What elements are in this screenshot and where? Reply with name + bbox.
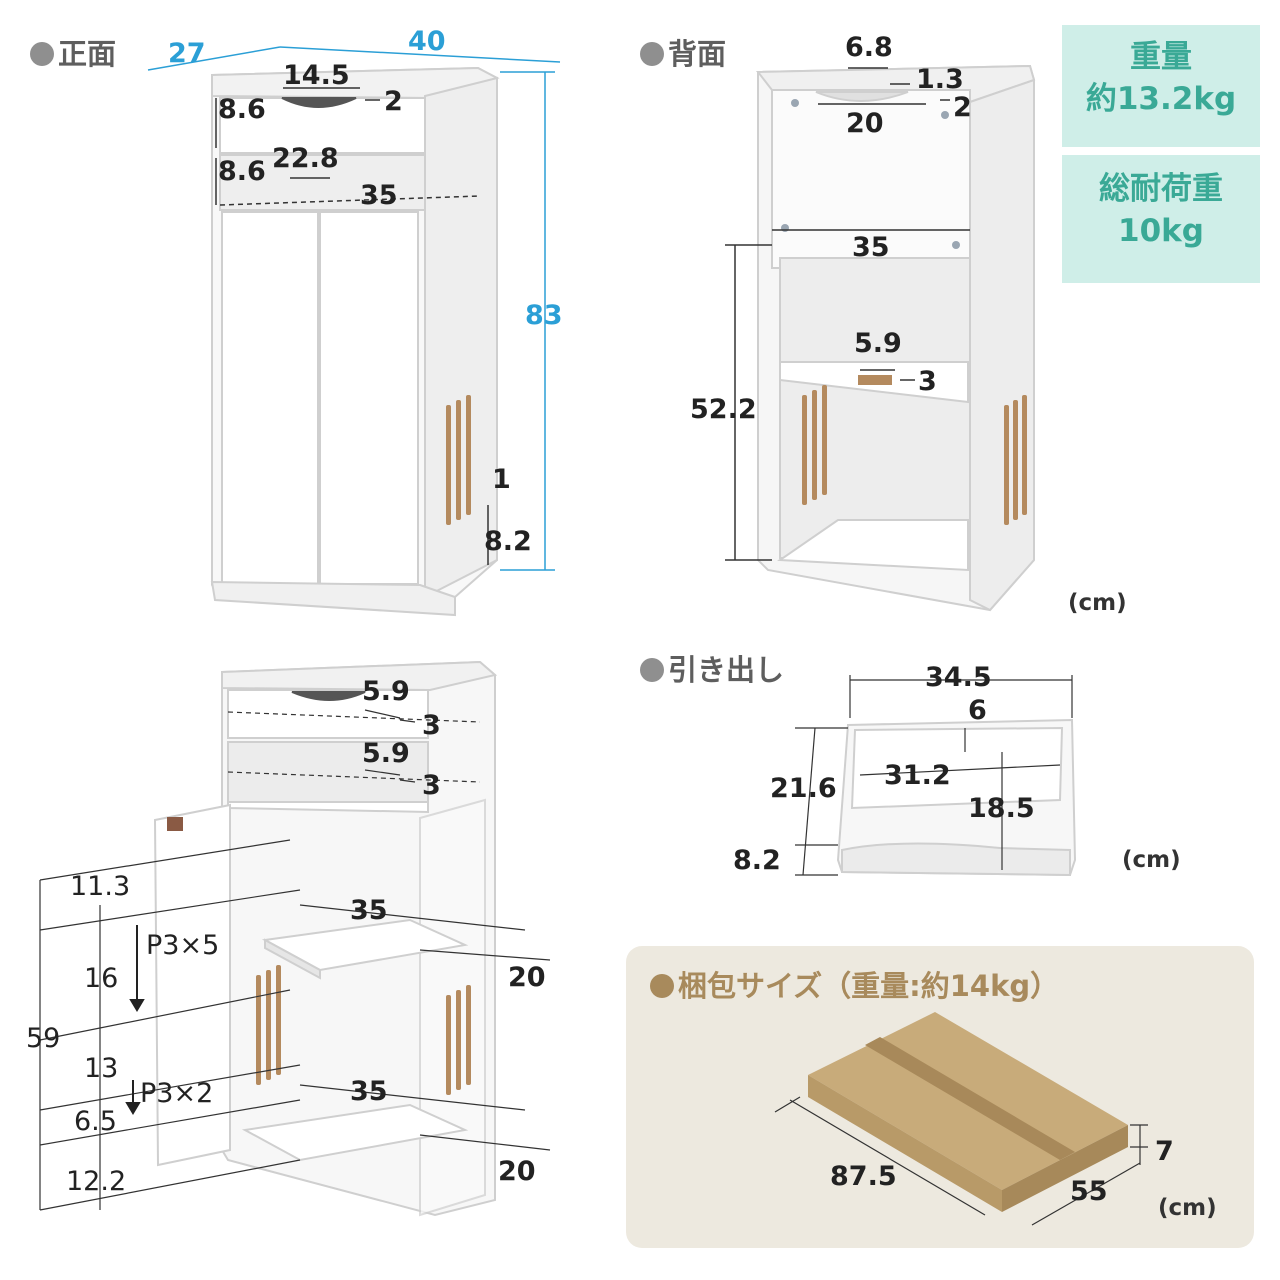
drawer-height-label: 8.2 — [733, 845, 781, 876]
package-heading: 梱包サイズ（重量:約14kg） — [650, 972, 1059, 1001]
front-drawer-height-label: 8.6 — [218, 94, 266, 125]
drawer-illustration — [836, 718, 1077, 877]
front-dimension-lines — [147, 46, 561, 571]
weight-label: 重量 — [1130, 39, 1192, 75]
bullet-icon — [640, 658, 664, 682]
back-screws — [781, 99, 960, 249]
interior-slots — [256, 965, 471, 1095]
front-shelf-depth-label: 22.8 — [272, 143, 339, 174]
drawer-heading: 引き出し — [640, 656, 784, 685]
drawer-inner-depth-label: 18.5 — [968, 793, 1035, 824]
package-length-label: 87.5 — [830, 1161, 897, 1192]
front-opening-height-label: 8.6 — [218, 156, 266, 187]
interior-shelf2-width-label: 35 — [350, 1076, 388, 1107]
interior-h2-label: 16 — [84, 963, 119, 994]
unit-label-drawer: (cm) — [1122, 847, 1181, 873]
front-slot-gap-label: 1 — [492, 464, 511, 495]
interior-h1-label: 11.3 — [70, 871, 131, 902]
bullet-icon — [650, 974, 674, 998]
unit-label-back: (cm) — [1068, 590, 1127, 616]
weight-spec-box: 重量 約13.2kg — [1062, 25, 1260, 147]
package-width-label: 55 — [1070, 1176, 1108, 1207]
bullet-icon — [640, 42, 664, 66]
front-heading: 正面 — [30, 40, 116, 69]
package-height-label: 7 — [1155, 1136, 1174, 1167]
interior-h5-label: 12.2 — [66, 1166, 127, 1197]
front-cabinet — [210, 66, 500, 617]
interior-shelf2-depth-label: 20 — [498, 1156, 536, 1187]
drawer-depth-label: 21.6 — [770, 773, 837, 804]
back-heading: 背面 — [640, 40, 726, 69]
back-side-slots — [802, 385, 1027, 525]
interior-pitch1-label: P3×5 — [146, 930, 220, 961]
drawer-cut-depth-label: 6 — [968, 695, 987, 726]
drawer-inner-width-label: 31.2 — [884, 760, 951, 791]
interior-shelf1-depth-label: 20 — [508, 962, 546, 993]
interior-pitch2-label: P3×2 — [140, 1078, 214, 1109]
back-notch-width-label: 5.9 — [854, 328, 902, 359]
front-height-label: 83 — [525, 300, 563, 331]
back-measure-lines — [725, 67, 970, 561]
back-inner-height-label: 52.2 — [690, 394, 757, 425]
load-spec-box: 総耐荷重 10kg — [1062, 155, 1260, 283]
front-measure-lines — [215, 87, 489, 565]
back-hole-width-label: 6.8 — [845, 32, 893, 63]
front-width-label: 40 — [408, 26, 446, 57]
interior-cabinet — [153, 660, 498, 1217]
front-base-height-label: 8.2 — [484, 526, 532, 557]
load-label: 総耐荷重 — [1099, 171, 1223, 207]
pitch-arrows — [125, 925, 145, 1115]
drawer-measure-lines — [795, 675, 1073, 876]
load-value: 10kg — [1118, 212, 1204, 249]
interior-notch1-depth-label: 3 — [422, 710, 441, 741]
front-shelf-width-label: 35 — [360, 180, 398, 211]
back-notch-depth-label: 3 — [918, 366, 937, 397]
bullet-icon — [30, 42, 54, 66]
weight-value: 約13.2kg — [1085, 80, 1237, 117]
interior-measure-lines — [39, 709, 551, 1211]
drawer-outer-width-label: 34.5 — [925, 662, 992, 693]
unit-label-package-top: (cm) — [1158, 1195, 1217, 1221]
front-side-slots — [446, 395, 471, 525]
interior-shelf1-width-label: 35 — [350, 895, 388, 926]
front-depth-label: 27 — [168, 38, 206, 69]
back-hole-depth-label: 2 — [953, 92, 972, 123]
interior-h4-label: 6.5 — [74, 1106, 117, 1137]
front-handle-width-label: 14.5 — [283, 60, 350, 91]
back-cut-width-label: 20 — [846, 108, 884, 139]
back-hole-height-label: 1.3 — [916, 64, 964, 95]
interior-notch2-width-label: 5.9 — [362, 738, 410, 769]
back-cable-notch — [858, 375, 892, 385]
front-handle-depth-label: 2 — [384, 86, 403, 117]
interior-notch1-width-label: 5.9 — [362, 676, 410, 707]
interior-notch2-depth-label: 3 — [422, 770, 441, 801]
interior-total-height-label: 59 — [26, 1023, 61, 1054]
interior-h3-label: 13 — [84, 1053, 119, 1084]
back-inner-width-label: 35 — [852, 232, 890, 263]
